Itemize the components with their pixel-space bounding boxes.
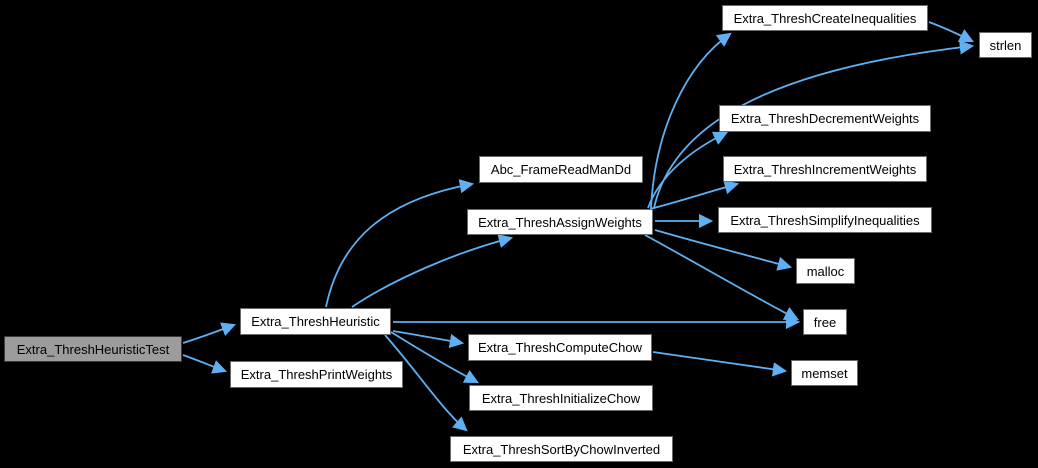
- node-extra-thresh-heuristic-test[interactable]: Extra_ThreshHeuristicTest: [4, 336, 182, 362]
- edge-heuristic-assignweights: [351, 234, 514, 308]
- edge-assignweights-createinequalities: [650, 32, 732, 209]
- edge-computechow-memset: [652, 351, 788, 377]
- node-extra-thresh-initialize-chow[interactable]: Extra_ThreshInitializeChow: [469, 385, 653, 411]
- edge-heuristictest-heuristic: [182, 322, 237, 344]
- edge-heuristic-abcframereadmandd: [325, 179, 475, 308]
- node-extra-thresh-decrement-weights[interactable]: Extra_ThreshDecrementWeights: [719, 105, 931, 132]
- node-extra-thresh-heuristic[interactable]: Extra_ThreshHeuristic: [240, 308, 391, 335]
- edge-assignweights-decrementweights: [647, 131, 728, 209]
- edge-heuristic-initializechow: [390, 331, 479, 383]
- node-extra-thresh-print-weights[interactable]: Extra_ThreshPrintWeights: [230, 361, 403, 388]
- node-free[interactable]: free: [803, 309, 847, 335]
- node-strlen[interactable]: strlen: [979, 32, 1032, 58]
- node-extra-thresh-increment-weights[interactable]: Extra_ThreshIncrementWeights: [723, 156, 927, 182]
- node-extra-thresh-sort-by-chow-inverted[interactable]: Extra_ThreshSortByChowInverted: [450, 436, 673, 462]
- edge-heuristic-sortbychowinverted: [384, 334, 468, 432]
- node-extra-thresh-simplify-inequalities[interactable]: Extra_ThreshSimplifyInequalities: [718, 207, 932, 233]
- edge-assignweights-free: [644, 234, 799, 320]
- edge-assignweights-incrementweights: [649, 180, 740, 210]
- node-abc-frame-read-man-dd[interactable]: Abc_FrameReadManDd: [479, 156, 643, 183]
- node-extra-thresh-assign-weights[interactable]: Extra_ThreshAssignWeights: [467, 209, 653, 235]
- edge-heuristictest-printweights: [182, 354, 228, 374]
- edge-assignweights-malloc: [654, 229, 793, 271]
- edge-createinequalities-strlen: [928, 21, 974, 42]
- node-memset[interactable]: memset: [791, 360, 858, 386]
- edge-heuristic-computechow: [392, 330, 465, 349]
- node-malloc[interactable]: malloc: [796, 258, 855, 284]
- node-extra-thresh-create-inequalities[interactable]: Extra_ThreshCreateInequalities: [722, 5, 928, 31]
- node-extra-thresh-compute-chow[interactable]: Extra_ThreshComputeChow: [468, 334, 652, 361]
